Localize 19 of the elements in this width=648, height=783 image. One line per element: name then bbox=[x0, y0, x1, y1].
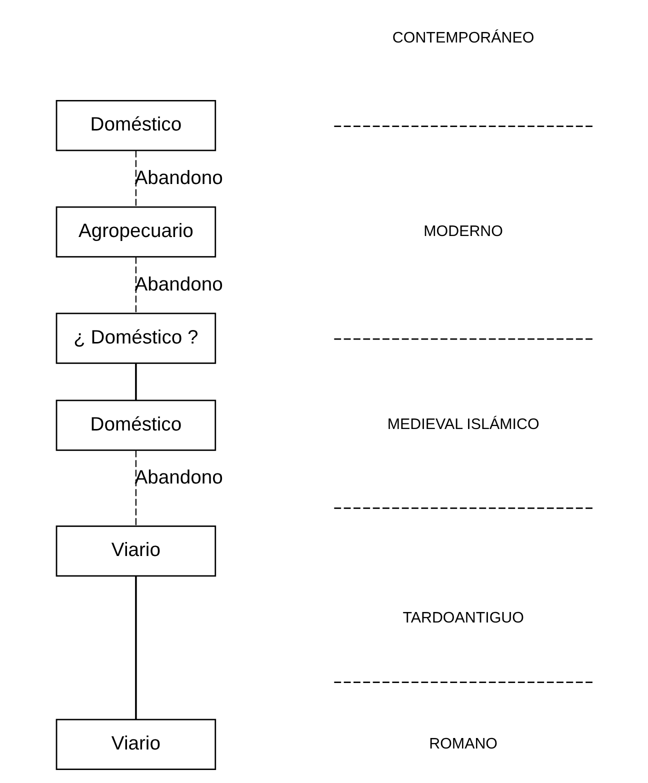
connector bbox=[134, 576, 136, 719]
connector bbox=[134, 450, 136, 526]
node-box: Viario bbox=[55, 525, 216, 577]
node-box: ¿ Doméstico ? bbox=[55, 312, 216, 364]
label: MODERNO bbox=[423, 222, 502, 240]
edge-label: Abandono bbox=[134, 274, 222, 296]
node-box: Doméstico bbox=[55, 100, 216, 152]
edge-label: Abandono bbox=[134, 168, 222, 189]
label: MEDIEVAL ISLÁMICO bbox=[386, 416, 539, 434]
connector bbox=[134, 150, 136, 207]
node-box: Doméstico bbox=[55, 400, 216, 451]
edge-label: Abandono bbox=[134, 468, 222, 489]
connector bbox=[134, 364, 136, 400]
node-box: Viario bbox=[55, 718, 216, 770]
label: ROMANO bbox=[428, 735, 497, 752]
node-box: Agropecuario bbox=[55, 206, 216, 258]
label: TARDOANTIGUO bbox=[402, 610, 524, 627]
label: CONTEMPORÁNEO bbox=[392, 29, 534, 46]
connector bbox=[134, 256, 136, 314]
